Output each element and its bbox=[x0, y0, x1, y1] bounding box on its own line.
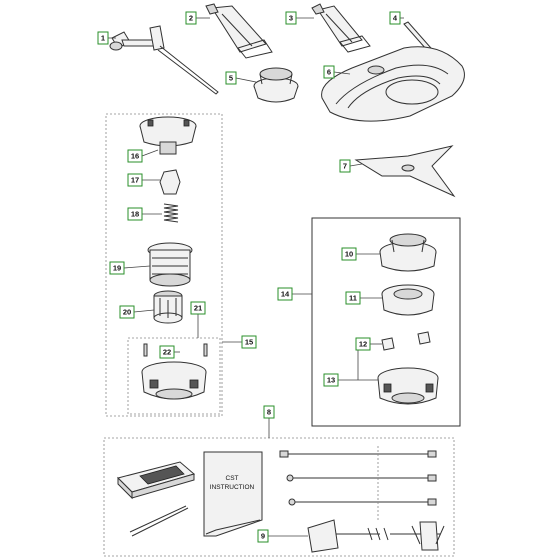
group-box-14 bbox=[311, 217, 461, 427]
callout-13-text: 13 bbox=[327, 376, 335, 385]
part-rods bbox=[143, 343, 208, 357]
callout-20-text: 20 bbox=[123, 308, 131, 317]
callout-22: 22 bbox=[159, 345, 175, 359]
group-box-15 bbox=[105, 113, 223, 417]
callout-5-text: 5 bbox=[229, 74, 233, 83]
callout-21: 21 bbox=[190, 301, 206, 315]
callout-1: 1 bbox=[97, 31, 109, 45]
callout-13: 13 bbox=[323, 373, 339, 387]
callout-9: 9 bbox=[257, 529, 269, 543]
part-nut bbox=[159, 169, 181, 195]
callout-6-text: 6 bbox=[327, 68, 331, 77]
callout-8: 8 bbox=[263, 405, 275, 419]
part-manual: CST INSTRUCTION bbox=[203, 451, 263, 537]
part-guard bbox=[321, 46, 465, 122]
callout-18-text: 18 bbox=[131, 210, 139, 219]
leader-lines bbox=[108, 17, 404, 537]
callout-1-text: 1 bbox=[101, 34, 105, 43]
callout-16: 16 bbox=[127, 149, 143, 163]
callout-19: 19 bbox=[109, 261, 125, 275]
part-grease-tube-large bbox=[205, 3, 273, 59]
callout-10-text: 10 bbox=[345, 250, 353, 259]
callout-12-text: 12 bbox=[359, 340, 367, 349]
callout-6: 6 bbox=[323, 65, 335, 79]
part-cables bbox=[279, 446, 437, 522]
callout-14-text: 14 bbox=[281, 290, 290, 299]
callout-3: 3 bbox=[285, 11, 297, 25]
part-spool-cap bbox=[253, 67, 299, 103]
callout-15-text: 15 bbox=[245, 338, 253, 347]
callout-2: 2 bbox=[185, 11, 197, 25]
callout-11: 11 bbox=[345, 291, 361, 305]
callout-4-text: 4 bbox=[393, 14, 398, 23]
group-box-8 bbox=[103, 437, 455, 557]
callout-4: 4 bbox=[389, 11, 401, 25]
callout-9-text: 9 bbox=[261, 532, 265, 541]
callout-22-text: 22 bbox=[163, 348, 171, 357]
part-blade bbox=[354, 145, 456, 198]
callout-17: 17 bbox=[127, 173, 143, 187]
callout-21-text: 21 bbox=[194, 304, 202, 313]
part-drum bbox=[153, 290, 183, 324]
part-filter bbox=[117, 461, 196, 500]
part-tweezers bbox=[129, 505, 189, 537]
callout-11-text: 11 bbox=[349, 294, 357, 303]
part-head-bottom bbox=[377, 367, 439, 405]
callout-14: 14 bbox=[277, 287, 293, 301]
group-box-21 bbox=[127, 337, 221, 415]
part-harness bbox=[307, 519, 445, 553]
callout-12: 12 bbox=[355, 337, 371, 351]
callout-5: 5 bbox=[225, 71, 237, 85]
callout-2-text: 2 bbox=[189, 14, 193, 23]
callout-20: 20 bbox=[119, 305, 135, 319]
part-eyelets bbox=[381, 331, 431, 351]
part-head-top bbox=[379, 233, 437, 272]
callout-15: 15 bbox=[241, 335, 257, 349]
part-grease-tube-small bbox=[311, 3, 371, 53]
callout-8-text: 8 bbox=[267, 408, 271, 417]
manual-title-line1: CST bbox=[226, 475, 239, 482]
part-spool bbox=[147, 242, 193, 287]
callout-18: 18 bbox=[127, 207, 143, 221]
callout-7-text: 7 bbox=[343, 162, 347, 171]
callout-7: 7 bbox=[339, 159, 351, 173]
callout-10: 10 bbox=[341, 247, 357, 261]
callout-16-text: 16 bbox=[131, 152, 139, 161]
manual-title-line2: INSTRUCTION bbox=[210, 484, 255, 491]
part-wrench bbox=[109, 25, 219, 95]
part-housing bbox=[141, 361, 207, 400]
callout-3-text: 3 bbox=[289, 14, 293, 23]
callout-19-text: 19 bbox=[113, 264, 121, 273]
part-spring bbox=[163, 203, 179, 223]
part-ring bbox=[381, 284, 435, 316]
part-hub bbox=[139, 116, 197, 155]
callout-17-text: 17 bbox=[131, 176, 139, 185]
